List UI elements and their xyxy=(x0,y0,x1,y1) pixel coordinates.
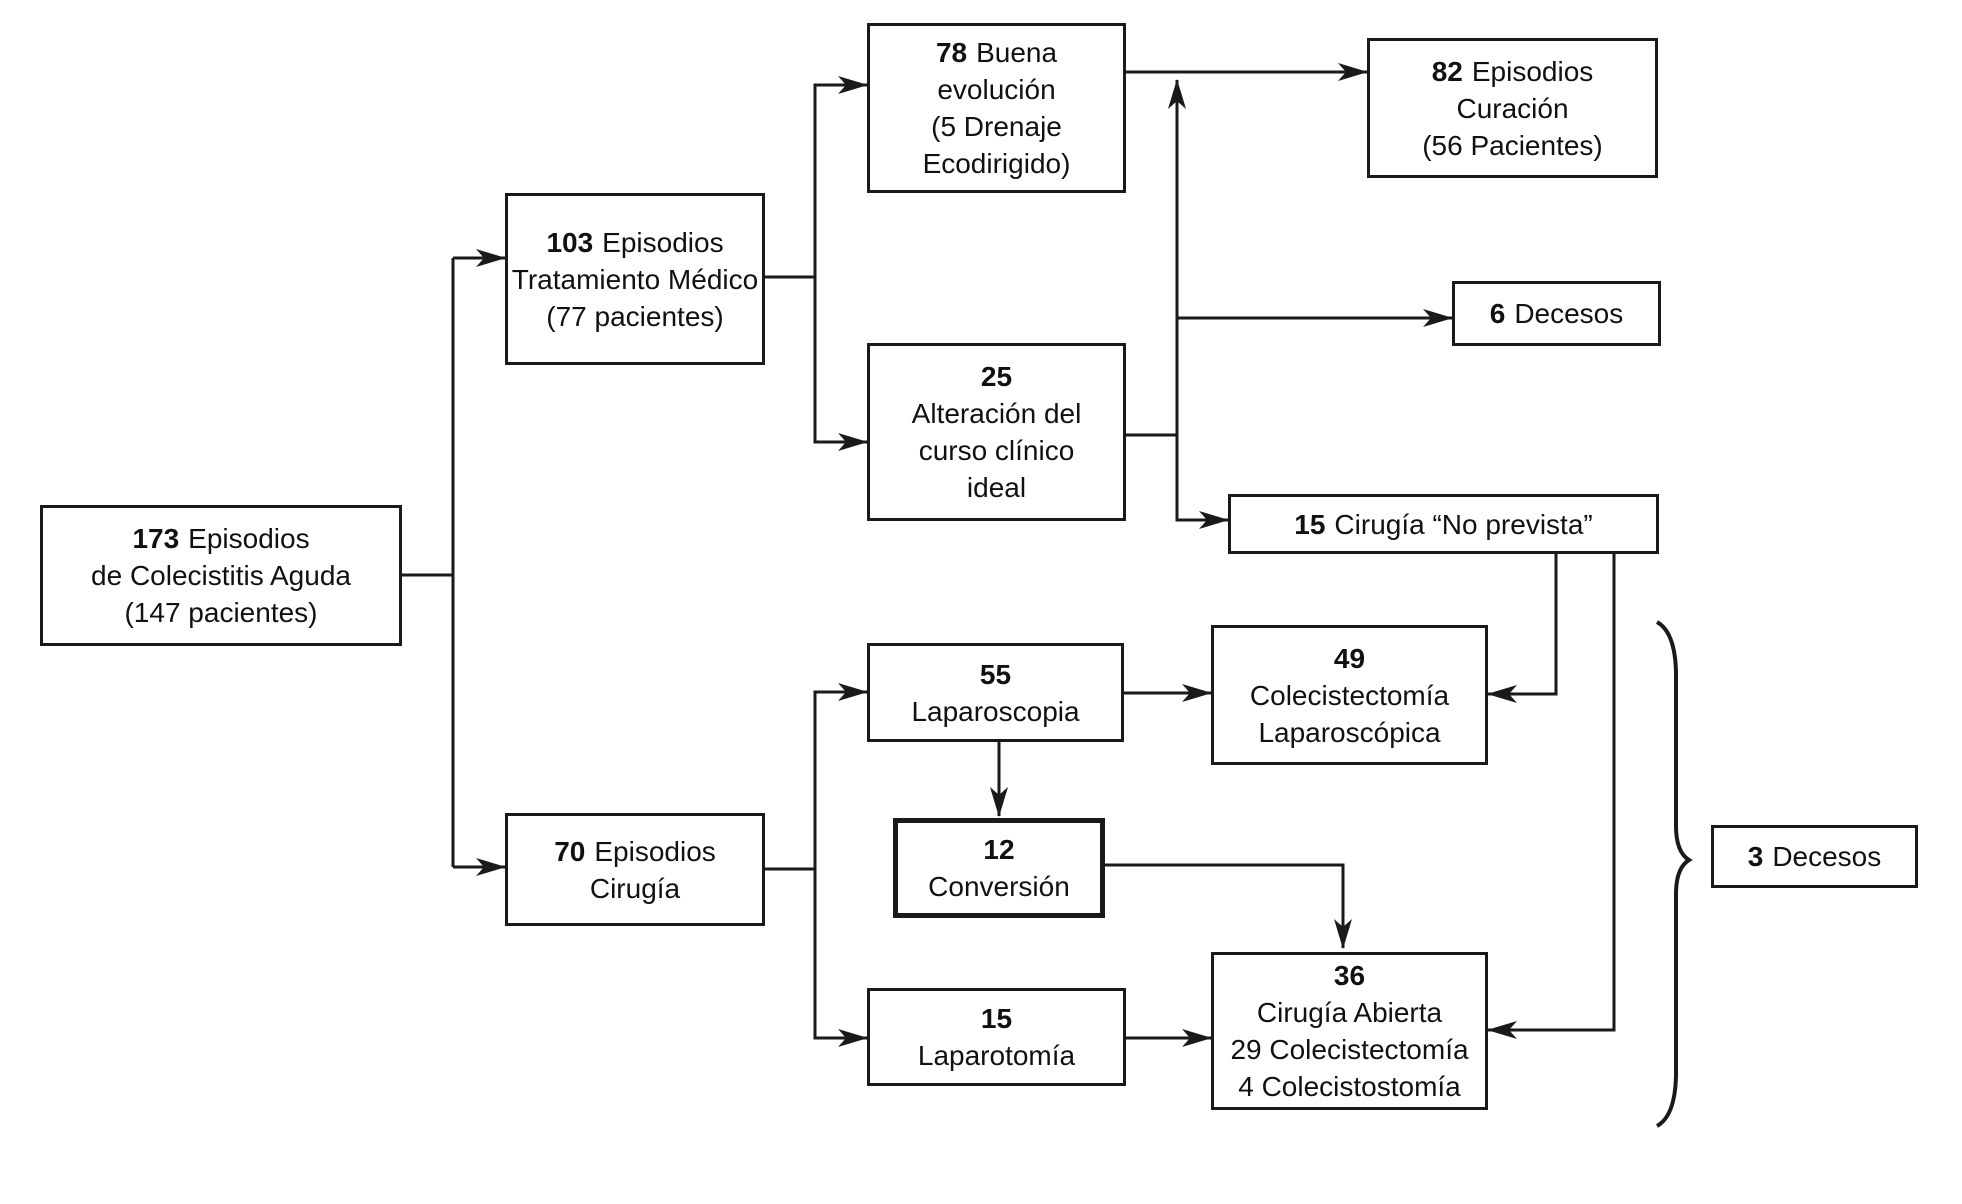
node-conversion: 12 Conversión xyxy=(893,818,1105,918)
connector-cirugia-to-laparotomia xyxy=(813,869,868,1047)
node-laparoscopia: 55 Laparoscopia xyxy=(867,643,1124,742)
node-line: (77 pacientes) xyxy=(546,300,724,332)
node-text: Episodios xyxy=(1471,55,1594,87)
node-line: curso clínico xyxy=(918,435,1075,466)
node-line: 4 Colecistostomía xyxy=(1238,1071,1461,1102)
node-text: Buena xyxy=(976,37,1058,68)
node-line: Tratamiento Médico xyxy=(511,263,759,295)
node-alteracion-curso: 25 Alteración del curso clínico ideal xyxy=(867,343,1126,521)
node-line: Laparotomía xyxy=(917,1040,1076,1071)
node-line: evolución xyxy=(937,74,1056,105)
connector-medico-to-alteracion xyxy=(813,277,868,451)
node-line: Cirugía Abierta xyxy=(1256,997,1443,1028)
node-number: 3 xyxy=(1747,841,1764,872)
node-text: Decesos xyxy=(1772,841,1882,872)
connector-conversion-to-abierta xyxy=(1105,863,1352,949)
node-line: 6 Decesos xyxy=(1490,295,1624,332)
node-line: (5 Drenaje xyxy=(931,111,1062,142)
node-number: 6 xyxy=(1489,298,1506,329)
node-line: (147 pacientes) xyxy=(124,597,318,628)
node-line: 3 Decesos xyxy=(1748,838,1882,875)
node-6-decesos: 6 Decesos xyxy=(1452,281,1661,346)
connector-noprevista-to-colelap xyxy=(1487,554,1558,703)
node-line: de Colecistitis Aguda xyxy=(91,560,351,591)
brace-decesos3 xyxy=(1655,620,1693,1128)
node-number: 173 xyxy=(132,523,180,554)
node-number: 55 xyxy=(979,658,1012,690)
connector-alteracion-to-noprevista xyxy=(1175,435,1229,529)
node-line: Colecistectomía xyxy=(1249,679,1450,711)
node-line: Cirugía xyxy=(589,872,681,904)
node-line: Laparoscópica xyxy=(1258,716,1441,748)
node-line: Curación xyxy=(1456,92,1569,124)
node-number: 82 xyxy=(1431,55,1463,87)
node-buena-evolucion: 78 Buena evolución (5 Drenaje Ecodirigido… xyxy=(867,23,1126,193)
node-text: Episodios xyxy=(188,523,310,554)
node-number: 36 xyxy=(1333,960,1366,991)
node-text: Episodios xyxy=(602,226,724,258)
node-number: 70 xyxy=(554,835,586,867)
node-total-episodios: 173 Episodios de Colecistitis Aguda (147 … xyxy=(40,505,402,646)
node-number: 12 xyxy=(983,834,1015,865)
node-colecistectomia-laparoscopica: 49 Colecistectomía Laparoscópica xyxy=(1211,625,1488,765)
connector-cirugia-to-laparoscopia xyxy=(813,683,868,869)
node-number: 25 xyxy=(980,361,1013,392)
node-text: Cirugía “No prevista” xyxy=(1334,508,1593,540)
connector-medico-to-buena xyxy=(813,76,868,277)
node-number: 49 xyxy=(1333,642,1366,674)
node-number: 78 xyxy=(935,37,968,68)
node-number: 15 xyxy=(1294,508,1326,540)
node-laparotomia: 15 Laparotomía xyxy=(867,988,1126,1086)
node-line: Alteración del xyxy=(911,398,1082,429)
node-line: Laparoscopia xyxy=(911,695,1080,727)
node-line: (56 Pacientes) xyxy=(1422,129,1603,161)
node-line: 173 Episodios xyxy=(132,520,309,557)
node-number: 15 xyxy=(980,1003,1013,1034)
node-text: Decesos xyxy=(1514,298,1624,329)
node-line: ideal xyxy=(966,472,1027,503)
connector-noprevista-to-abierta xyxy=(1487,554,1616,1039)
node-line: 78 Buena xyxy=(936,34,1057,71)
node-line: Conversión xyxy=(928,871,1070,902)
node-cirugia-abierta: 36 Cirugía Abierta 29 Colecistectomía 4 … xyxy=(1211,952,1488,1110)
node-number: 103 xyxy=(546,226,594,258)
node-3-decesos: 3 Decesos xyxy=(1711,825,1918,888)
node-text: Episodios xyxy=(594,835,716,867)
node-line: 29 Colecistectomía xyxy=(1230,1034,1469,1065)
node-line: Ecodirigido) xyxy=(922,148,1071,179)
